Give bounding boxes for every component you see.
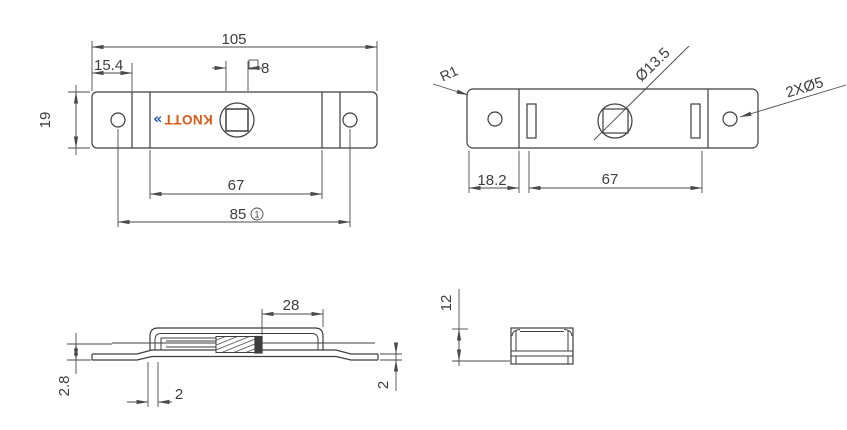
end-outline — [510, 327, 574, 365]
dim-15-4: 15.4 — [94, 57, 123, 74]
note-number: 1 — [254, 210, 259, 220]
leader-end-holes — [739, 84, 847, 118]
dim-67-front: 67 — [228, 177, 245, 194]
end-corner-left — [511, 329, 521, 337]
dim-2-right: 2 — [375, 381, 392, 389]
label-corner-radius: R1 — [437, 62, 460, 84]
side-spring-stop — [254, 335, 263, 354]
front-square-hole — [225, 108, 249, 132]
top-slot-right — [690, 103, 701, 139]
dim-105: 105 — [221, 31, 246, 48]
top-square-hole — [602, 108, 629, 134]
leader-center-hole — [593, 45, 690, 141]
dim-square-8: 8 — [261, 60, 269, 77]
knott-logo-text: KNOTT — [164, 111, 213, 127]
knott-logo: KNOTT » — [150, 110, 216, 128]
square-symbol — [248, 59, 259, 70]
front-view-dimensions — [68, 41, 378, 227]
top-hole-left — [487, 111, 503, 127]
side-view — [91, 327, 379, 361]
knott-logo-chevrons-icon: » — [153, 111, 163, 127]
end-view-dimensions — [452, 289, 510, 366]
label-center-hole: Ø13.5 — [632, 44, 673, 85]
dim-2-8: 2.8 — [56, 376, 73, 397]
side-housing-inner — [154, 333, 319, 350]
side-plate-bottom-contour — [92, 355, 378, 361]
front-hole-left — [110, 112, 126, 128]
front-view — [91, 91, 378, 149]
dim-28: 28 — [283, 297, 300, 314]
top-slot-left — [526, 103, 537, 139]
dim-12: 12 — [438, 295, 455, 312]
top-plate-outline — [466, 88, 759, 149]
end-view — [510, 327, 574, 365]
note-circle-1 — [250, 207, 264, 221]
front-plate-outline — [91, 91, 378, 149]
top-view — [466, 88, 759, 149]
dim-67-top: 67 — [602, 171, 619, 188]
dim-2-bottom: 2 — [175, 386, 183, 403]
top-hole-right — [722, 111, 738, 127]
side-housing-outer — [149, 327, 324, 350]
dim-19: 19 — [37, 112, 54, 129]
side-view-dimensions — [67, 309, 402, 407]
top-center-circle — [597, 103, 633, 139]
side-spring — [215, 336, 256, 353]
end-corner-right — [563, 329, 573, 337]
leader-corner-radius — [432, 83, 469, 96]
front-hole-right — [342, 112, 358, 128]
top-view-dimensions — [432, 45, 847, 193]
front-center-circle — [219, 102, 255, 138]
dim-18-2: 18.2 — [477, 172, 506, 189]
dim-85: 85 — [230, 206, 247, 223]
